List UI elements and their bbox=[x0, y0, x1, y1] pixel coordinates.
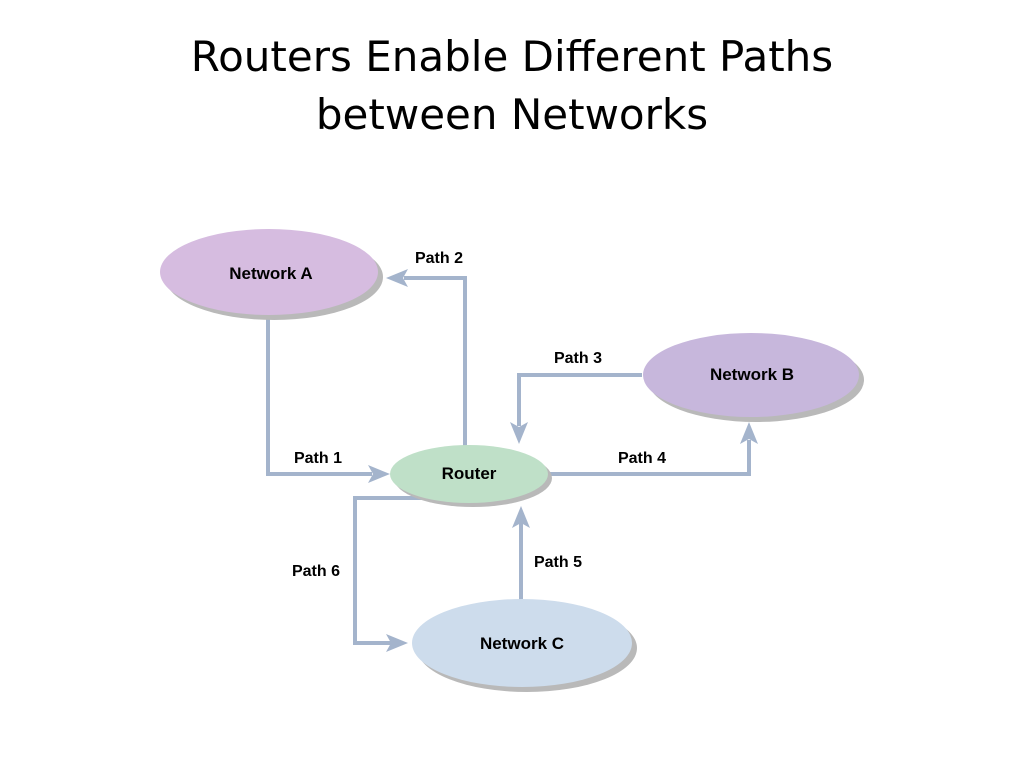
network-c-label: Network C bbox=[480, 634, 564, 653]
network-a-ellipse bbox=[160, 229, 378, 315]
router-label: Router bbox=[442, 464, 497, 483]
path-6-connector bbox=[353, 496, 430, 645]
path-4-arrowhead bbox=[740, 422, 758, 444]
path-5-arrowhead bbox=[512, 506, 530, 528]
path-1-arrowhead bbox=[368, 465, 390, 483]
path-2-arrowhead bbox=[386, 269, 408, 287]
network-b-ellipse bbox=[643, 333, 859, 417]
path-labels: Path 1 Path 2 Path 3 Path 4 Path 5 Path … bbox=[292, 250, 666, 580]
path-6-arrowhead bbox=[386, 634, 408, 652]
path-2-label: Path 2 bbox=[415, 250, 463, 267]
slide-title: Routers Enable Different Paths between N… bbox=[0, 28, 1024, 144]
connectors bbox=[266, 276, 751, 645]
network-a-label: Network A bbox=[229, 264, 312, 283]
network-c-ellipse bbox=[412, 599, 632, 687]
arrowheads bbox=[368, 269, 758, 652]
network-a-node: Network A bbox=[160, 229, 383, 320]
path-6-label: Path 6 bbox=[292, 563, 340, 580]
router-ellipse bbox=[390, 445, 548, 503]
path-3-arrowhead bbox=[510, 422, 528, 444]
network-b-node: Network B bbox=[643, 333, 864, 422]
router-node: Router bbox=[390, 445, 552, 507]
network-b-label: Network B bbox=[710, 365, 794, 384]
slide-title-line-2: between Networks bbox=[315, 90, 709, 139]
path-3-label: Path 3 bbox=[554, 350, 602, 367]
path-4-label: Path 4 bbox=[618, 450, 666, 467]
path-2-connector bbox=[404, 276, 467, 446]
path-3-connector bbox=[517, 373, 642, 426]
path-1-label: Path 1 bbox=[294, 450, 342, 467]
slide-title-line-1: Routers Enable Different Paths bbox=[190, 32, 834, 81]
path-1-connector bbox=[266, 318, 372, 476]
network-c-node: Network C bbox=[412, 599, 637, 692]
path-5-label: Path 5 bbox=[534, 554, 582, 571]
path-4-connector bbox=[548, 440, 751, 476]
